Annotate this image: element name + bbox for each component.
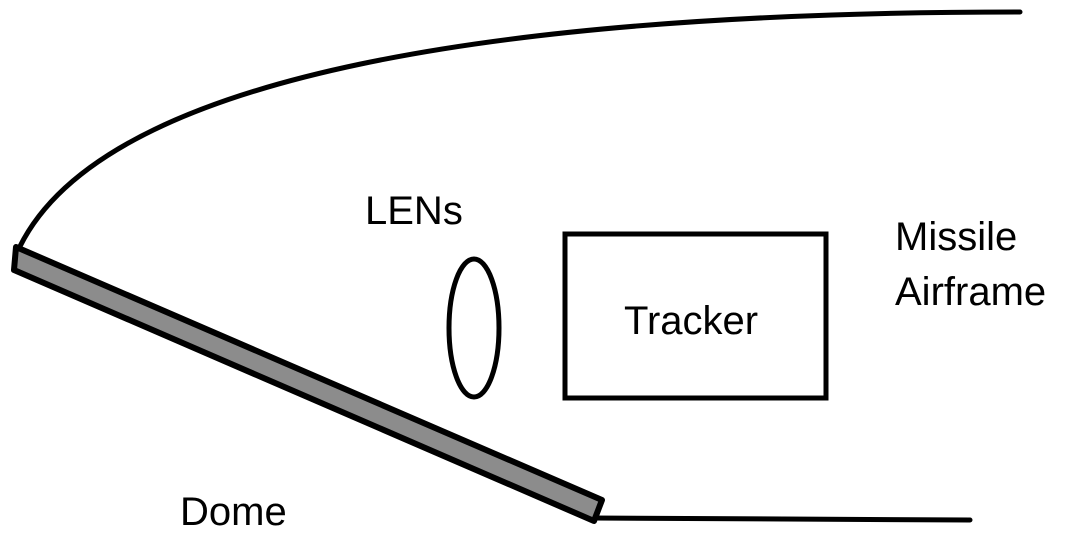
tracker-box [562, 231, 829, 401]
tracker-label: Tracker [624, 299, 758, 343]
missile-airframe-label-line1: Missile [895, 215, 1017, 259]
lens-label: LENs [365, 189, 463, 233]
dome-label: Dome [180, 490, 287, 534]
airframe-lower-line [589, 515, 973, 523]
missile-airframe-label-line2: Airframe [895, 270, 1046, 314]
lens-ellipse [446, 256, 502, 400]
dome-bar [11, 244, 605, 524]
airframe-upper-contour [13, 9, 1023, 258]
